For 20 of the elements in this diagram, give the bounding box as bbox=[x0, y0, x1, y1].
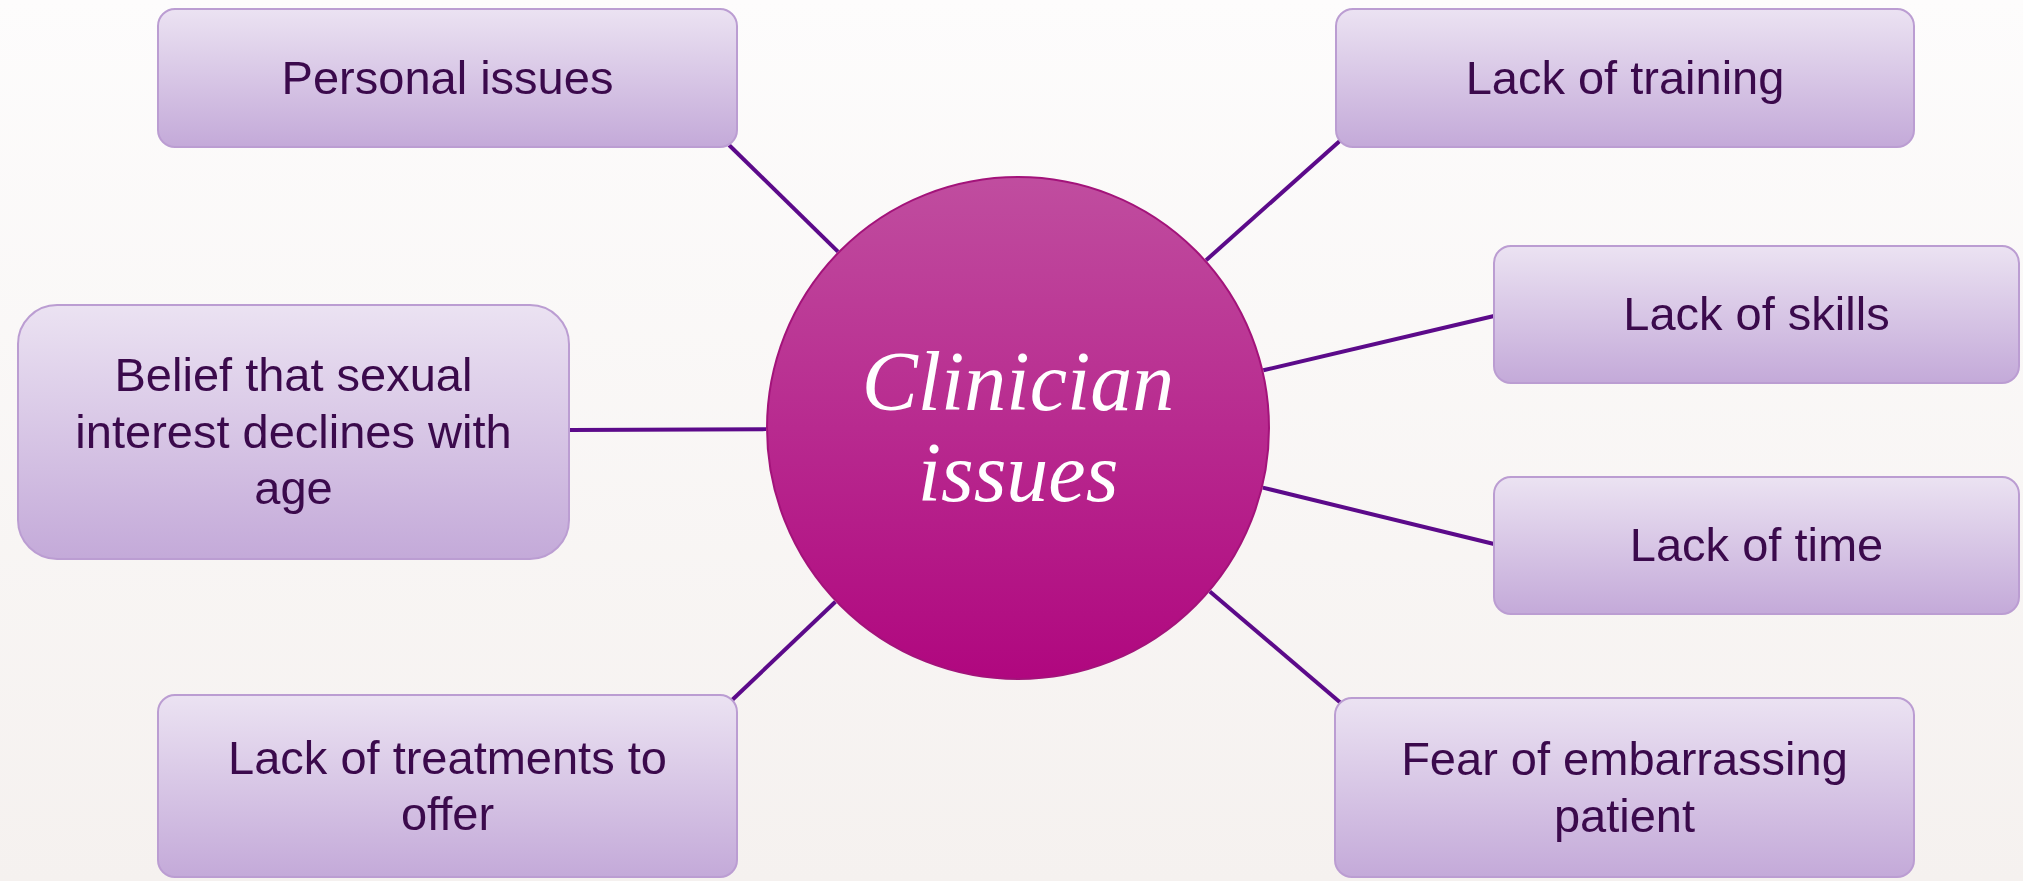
issue-box bbox=[1493, 476, 2020, 615]
box-label: Lack of training bbox=[1464, 49, 1786, 106]
box-label: Fear of embarrassing patient bbox=[1400, 731, 1849, 844]
issue-box bbox=[1493, 245, 2020, 384]
box-label: Lack of time bbox=[1628, 517, 1885, 574]
issue-box bbox=[17, 304, 570, 560]
box-label: Lack of treatments to offer bbox=[227, 729, 668, 842]
issue-box bbox=[157, 694, 738, 878]
box-label: Belief that sexual interest declines with age bbox=[74, 347, 513, 517]
issue-box bbox=[157, 8, 738, 148]
connector-line bbox=[1208, 589, 1344, 706]
connector-line bbox=[570, 427, 766, 432]
connector-line bbox=[1262, 485, 1495, 546]
circle-label: Clinician issues bbox=[860, 337, 1176, 519]
box-label: Lack of skills bbox=[1622, 286, 1891, 343]
box-label: Personal issues bbox=[280, 49, 615, 106]
connector-line bbox=[727, 143, 840, 254]
issue-box bbox=[1335, 8, 1915, 148]
issue-box bbox=[1334, 697, 1915, 878]
connector-line bbox=[1262, 314, 1495, 373]
